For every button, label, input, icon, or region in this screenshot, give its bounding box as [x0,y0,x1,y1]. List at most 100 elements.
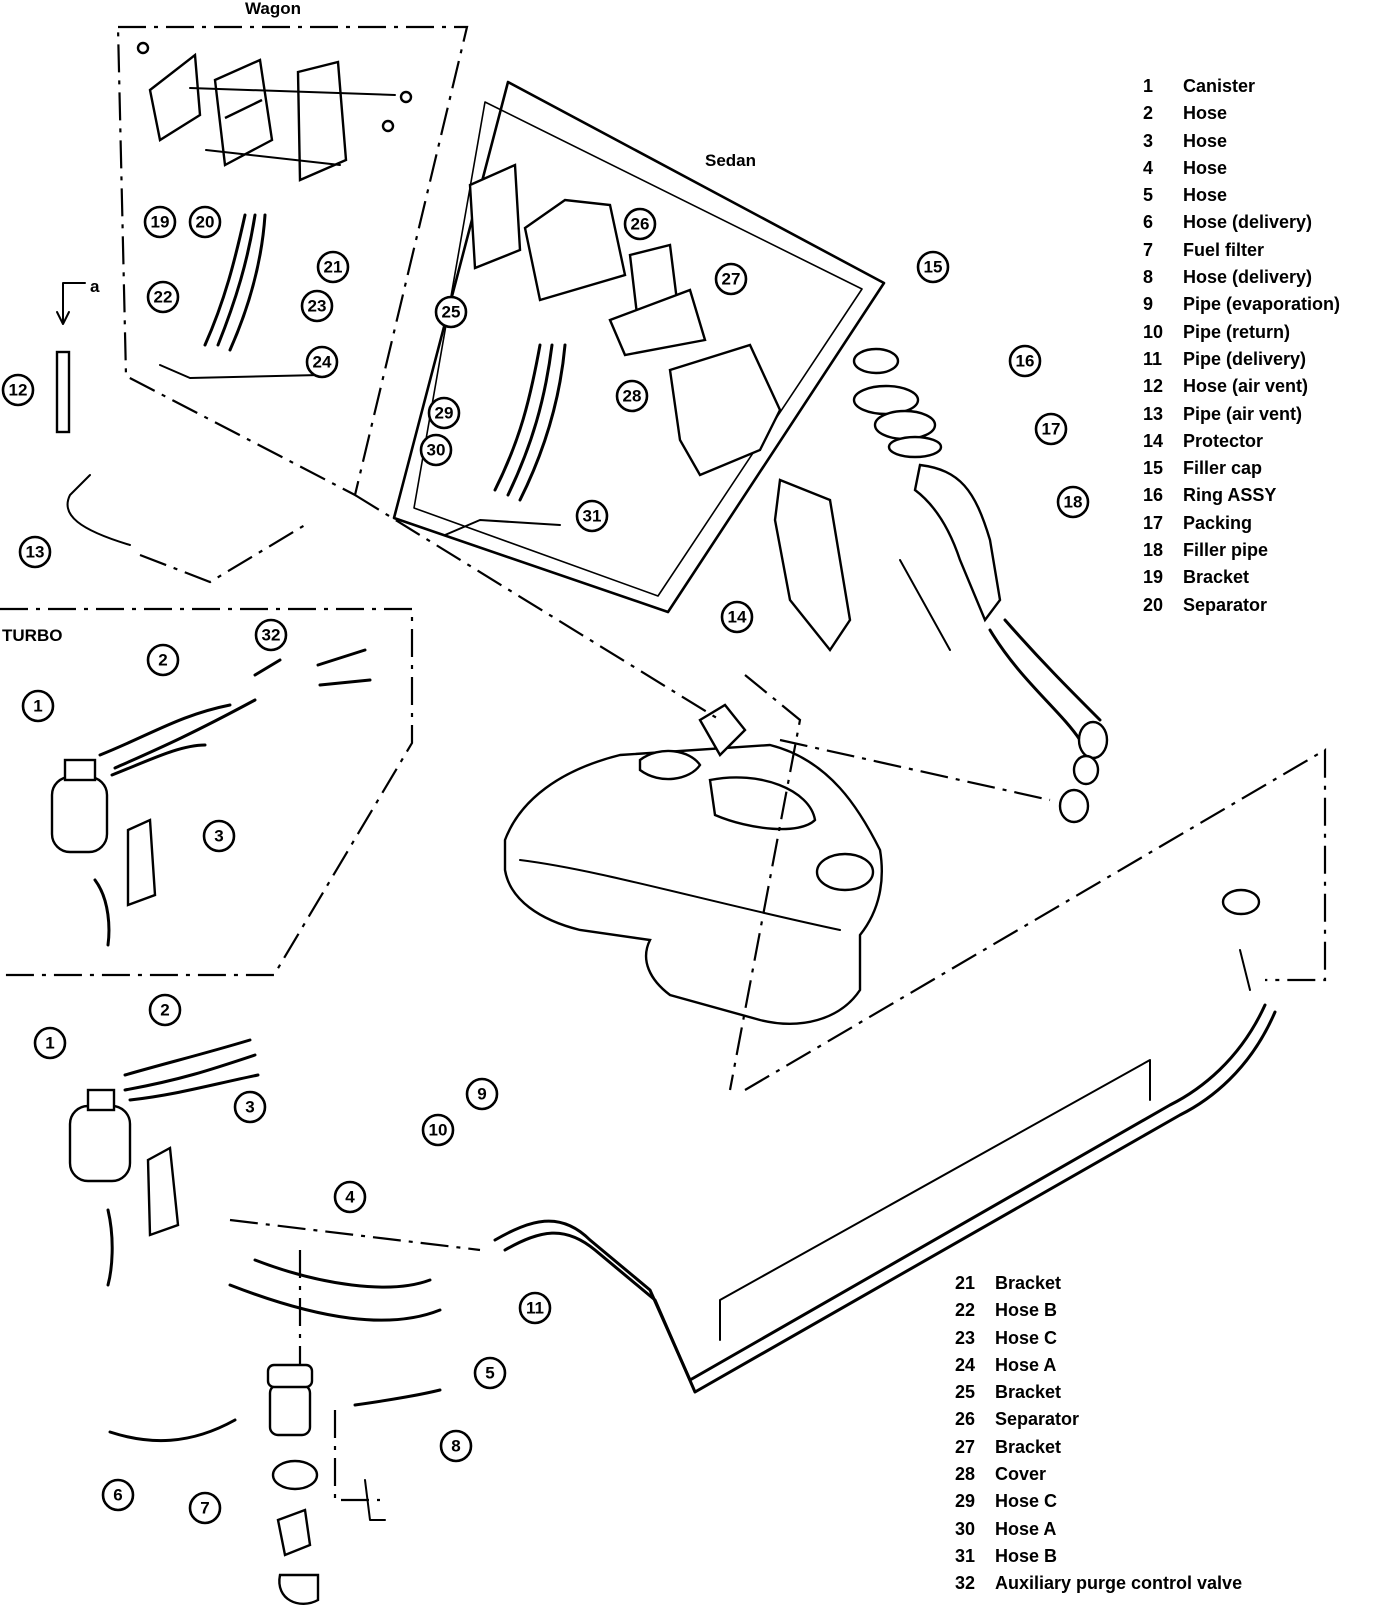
svg-text:19: 19 [151,213,170,232]
legend-number: 19 [1143,567,1164,588]
callout-3: 3 [202,819,236,853]
svg-text:24: 24 [313,353,332,372]
legend-label: Hose B [995,1545,1058,1566]
bottom-canister [68,1038,260,1287]
legend-label: Bracket [995,1382,1062,1403]
fuel-tank [503,703,883,1025]
svg-text:22: 22 [154,288,173,307]
legend-number: 10 [1143,321,1164,342]
svg-text:3: 3 [214,827,223,846]
svg-text:17: 17 [1042,420,1061,439]
pipe-run [55,350,1277,1394]
callout-19: 19 [143,205,177,239]
legend-label: Filler cap [1183,458,1263,479]
legend-number: 22 [955,1300,976,1321]
svg-text:1: 1 [45,1034,54,1053]
callout-26: 26 [623,207,657,241]
legend-number: 14 [1143,430,1164,451]
svg-text:7: 7 [200,1499,209,1518]
svg-text:30: 30 [427,441,446,460]
callout-21: 21 [316,250,350,284]
svg-text:1: 1 [33,697,42,716]
svg-text:32: 32 [262,626,281,645]
svg-text:8: 8 [451,1437,460,1456]
legend-label: Hose C [995,1327,1058,1348]
callout-28: 28 [615,379,649,413]
legend-label: Fuel filter [1183,239,1265,260]
svg-text:29: 29 [435,404,454,423]
legend-item: 11 Pipe (delivery) [1143,346,1340,373]
svg-text:10: 10 [429,1121,448,1140]
svg-text:27: 27 [722,270,741,289]
legend-label: Hose A [995,1518,1057,1539]
callout-17: 17 [1034,412,1068,446]
callout-31: 31 [575,499,609,533]
svg-text:13: 13 [26,543,45,562]
callout-1: 1 [21,689,55,723]
legend-label: Pipe (delivery) [1183,348,1307,369]
callout-18: 18 [1056,485,1090,519]
callout-8: 8 [439,1429,473,1463]
legend-item: 19 Bracket [1143,564,1340,591]
legend-label: Auxiliary purge control valve [995,1573,1243,1594]
legend-number: 11 [1143,348,1163,369]
callout-13: 13 [18,535,52,569]
callout-25: 25 [434,295,468,329]
callout-23: 23 [300,289,334,323]
callout-2: 2 [146,643,180,677]
legend-label: Hose [1183,130,1228,151]
sedan-section: Sedan [392,80,886,614]
legend-number: 2 [1143,103,1154,124]
callout-20: 20 [188,205,222,239]
legend-item: 8 Hose (delivery) [1143,264,1340,291]
svg-text:2: 2 [160,1001,169,1020]
legend-label: Hose (air vent) [1183,376,1309,397]
callout-27: 27 [714,262,748,296]
callout-1: 1 [33,1026,67,1060]
legend-label: Ring ASSY [1183,485,1277,506]
legend-label: Pipe (evaporation) [1183,294,1341,315]
callout-6: 6 [101,1478,135,1512]
legend-label: Hose (delivery) [1183,267,1313,288]
legend-label: Hose C [995,1491,1058,1512]
legend-number: 16 [1143,485,1164,506]
svg-text:21: 21 [324,258,343,277]
svg-text:23: 23 [308,297,327,316]
legend-label: Canister [1183,76,1256,96]
svg-text:28: 28 [623,387,642,406]
legend-number: 8 [1143,267,1154,288]
legend-number: 5 [1143,185,1154,206]
callout-22: 22 [146,280,180,314]
svg-text:18: 18 [1064,493,1083,512]
legend-number: 17 [1143,512,1164,533]
callout-4: 4 [333,1180,367,1214]
callout-15: 15 [916,250,950,284]
legend-label: Separator [995,1409,1080,1430]
legend-label: Hose B [995,1300,1058,1321]
turbo-label: TURBO [2,626,62,645]
legend-label: Hose [1183,157,1228,178]
sedan-label: Sedan [705,151,756,170]
legend-item: 29 Hose C [955,1488,1242,1515]
legend-label: Bracket [995,1436,1062,1457]
legend-label: Bracket [1183,567,1250,588]
svg-text:14: 14 [728,608,747,627]
legend-number: 13 [1143,403,1164,424]
legend-number: 29 [955,1491,976,1512]
